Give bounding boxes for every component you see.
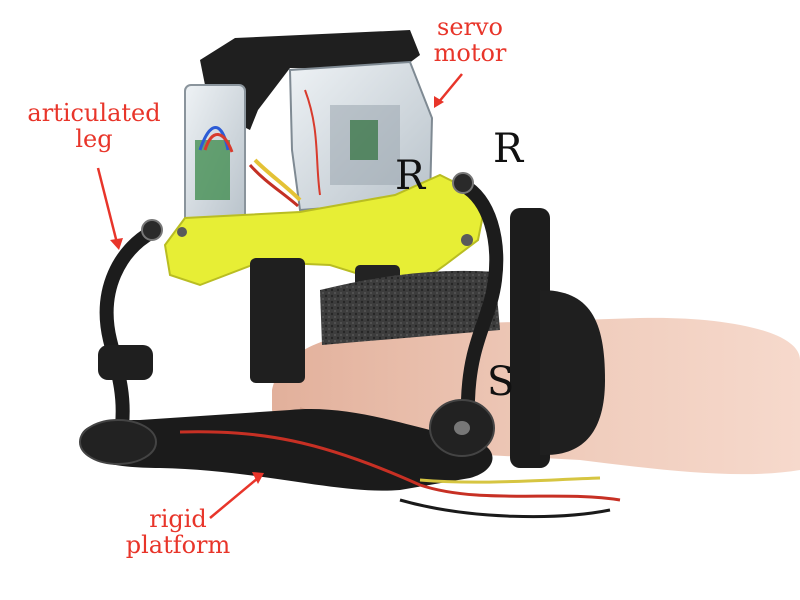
annotation-arrows — [96, 73, 463, 519]
foam-strap — [320, 270, 500, 345]
platform-wires — [179, 430, 621, 502]
platform-disk-left — [79, 419, 157, 465]
articulated-leg — [99, 225, 159, 432]
top-bracket — [200, 30, 420, 130]
arrow-servo-motor — [437, 73, 463, 104]
joint-letter-r-right: R — [493, 126, 524, 172]
arrow-articulated-leg — [96, 167, 119, 244]
arrow-rigid-platform — [209, 477, 259, 519]
label-servo-motor: servo motor — [433, 13, 507, 67]
label-articulated-leg: articulated leg — [27, 99, 161, 153]
joint-letter-s: S — [487, 359, 515, 405]
yellow-plate — [163, 173, 487, 292]
label-rigid-platform: rigid platform — [125, 505, 231, 559]
finger-ring — [540, 290, 605, 455]
clamp-left — [250, 258, 305, 383]
right-leg — [456, 178, 504, 407]
joint-letter-r-center: R — [395, 153, 426, 199]
servo-wires — [253, 158, 302, 202]
